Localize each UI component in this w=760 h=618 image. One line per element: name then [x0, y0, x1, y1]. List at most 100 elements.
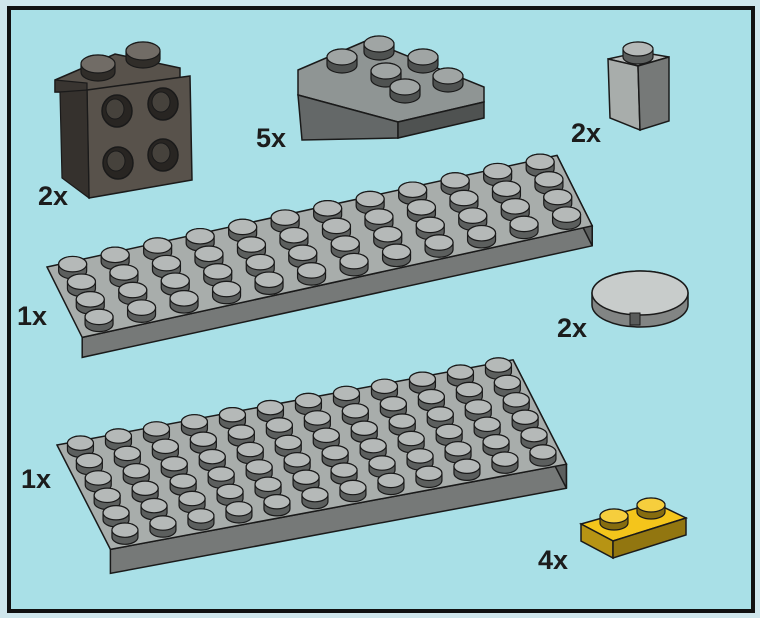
stud-top	[94, 488, 120, 502]
stud-top	[114, 446, 140, 460]
stud-top	[195, 246, 223, 261]
stud-top	[371, 379, 397, 393]
quantity-label-plate-6x12: 1x	[21, 466, 51, 493]
stud-top	[314, 201, 342, 216]
stud-top	[454, 459, 480, 473]
stud-top	[474, 417, 500, 431]
stud-top	[119, 282, 147, 297]
stud-top	[150, 516, 176, 530]
stud-top	[416, 466, 442, 480]
stud-top	[217, 484, 243, 498]
stud-top	[280, 228, 308, 243]
stud-top	[544, 189, 572, 204]
stud-top	[365, 209, 393, 224]
stud-top	[492, 181, 520, 196]
stud-top	[360, 439, 386, 453]
stud-top	[600, 509, 628, 523]
round-tile-notch	[630, 313, 640, 325]
stud-top	[526, 154, 554, 169]
stud-top	[293, 470, 319, 484]
brick-side	[638, 57, 669, 130]
stud-top	[246, 254, 274, 269]
stud-top	[144, 238, 172, 253]
stud-top	[237, 237, 265, 252]
stud-top	[266, 418, 292, 432]
bracket-side-stud-top	[152, 92, 170, 112]
stud-top	[342, 404, 368, 418]
stud-top	[255, 272, 283, 287]
stud-top	[441, 173, 469, 188]
stud-top	[101, 247, 129, 262]
stud-top	[399, 182, 427, 197]
stud-top	[553, 207, 581, 222]
stud-top	[436, 424, 462, 438]
stud-top	[327, 49, 357, 65]
stud-top	[468, 226, 496, 241]
quantity-label-round-tile: 2x	[557, 315, 587, 342]
stud-top	[485, 358, 511, 372]
stud-top	[503, 393, 529, 407]
stud-top	[85, 471, 111, 485]
stud-top	[141, 499, 167, 513]
stud-top	[492, 452, 518, 466]
stud-top	[465, 400, 491, 414]
stud-top	[190, 432, 216, 446]
stud-top	[459, 208, 487, 223]
stud-top	[132, 481, 158, 495]
stud-top	[76, 292, 104, 307]
stud-top	[81, 55, 115, 73]
stud-top	[313, 428, 339, 442]
stud-top	[271, 210, 299, 225]
bracket-vertical-face	[87, 76, 192, 198]
stud-top	[637, 498, 665, 512]
stud-top	[483, 435, 509, 449]
stud-top	[199, 450, 225, 464]
stud-top	[228, 425, 254, 439]
stud-top	[390, 79, 420, 95]
bracket-side-stud-top	[152, 143, 170, 163]
stud-top	[170, 474, 196, 488]
stud-top	[407, 449, 433, 463]
stud-top	[103, 506, 129, 520]
stud-top	[152, 255, 180, 270]
stud-top	[331, 236, 359, 251]
stud-top	[304, 411, 330, 425]
stud-top	[530, 445, 556, 459]
stud-top	[186, 229, 214, 244]
stud-top	[484, 163, 512, 178]
stud-top	[123, 464, 149, 478]
quantity-label-slope: 5x	[256, 125, 286, 152]
stud-top	[255, 477, 281, 491]
stud-top	[364, 36, 394, 52]
bracket-side-stud-top	[107, 151, 125, 171]
stud-top	[623, 42, 653, 56]
stud-top	[275, 435, 301, 449]
stud-top	[67, 436, 93, 450]
quantity-label-brick-1x1: 2x	[571, 120, 601, 147]
stud-top	[226, 502, 252, 516]
stud-top	[501, 199, 529, 214]
stud-top	[143, 422, 169, 436]
stud-top	[445, 442, 471, 456]
stud-top	[371, 63, 401, 79]
round-tile-top	[592, 271, 688, 315]
stud-top	[425, 235, 453, 250]
brick-front	[608, 59, 640, 130]
stud-top	[284, 453, 310, 467]
stud-top	[456, 382, 482, 396]
stud-top	[105, 429, 131, 443]
stud-top	[427, 407, 453, 421]
stud-top	[398, 431, 424, 445]
bracket-side-stud-top	[106, 99, 124, 119]
stud-top	[229, 219, 257, 234]
stud-top	[257, 401, 283, 415]
stud-top	[333, 386, 359, 400]
stud-top	[204, 264, 232, 279]
stud-top	[128, 300, 156, 315]
stud-top	[161, 273, 189, 288]
stud-top	[510, 216, 538, 231]
stud-top	[383, 244, 411, 259]
stud-top	[302, 488, 328, 502]
stud-top	[322, 218, 350, 233]
